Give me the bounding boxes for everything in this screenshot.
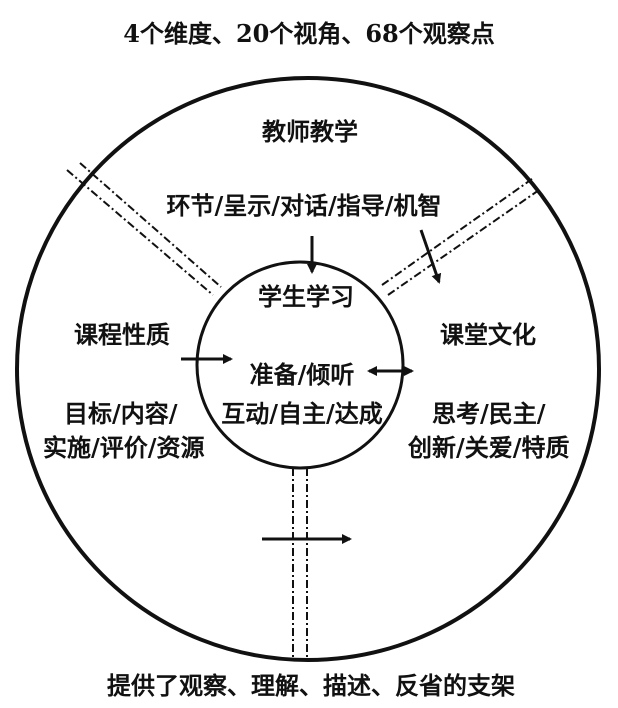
footer-caption: 提供了观察、理解、描述、反省的支架 [107,671,515,700]
header-title: 4个维度、20个视角、68个观察点 [123,19,495,48]
inner-circle [195,260,405,470]
outer-circle [15,76,601,662]
curriculum-line2: 实施/评价/资源 [43,433,205,462]
student-title: 学生学习 [258,282,354,311]
curriculum-title: 课程性质 [74,320,170,349]
student-line2: 互动/自主/达成 [221,399,383,428]
curriculum-line1: 目标/内容/ [64,399,178,428]
teacher-items: 环节/呈示/对话/指导/机智 [166,191,442,220]
arrow-culture-down [419,229,442,284]
culture-line2: 创新/关爱/特质 [408,433,570,462]
culture-line1: 思考/民主/ [432,399,546,428]
teacher-title: 教师教学 [262,117,358,146]
divider-left [66,162,222,296]
divider-right [381,178,540,296]
culture-title: 课堂文化 [440,320,536,349]
student-line1: 准备/倾听 [249,360,355,389]
divider-bottom [292,468,308,658]
